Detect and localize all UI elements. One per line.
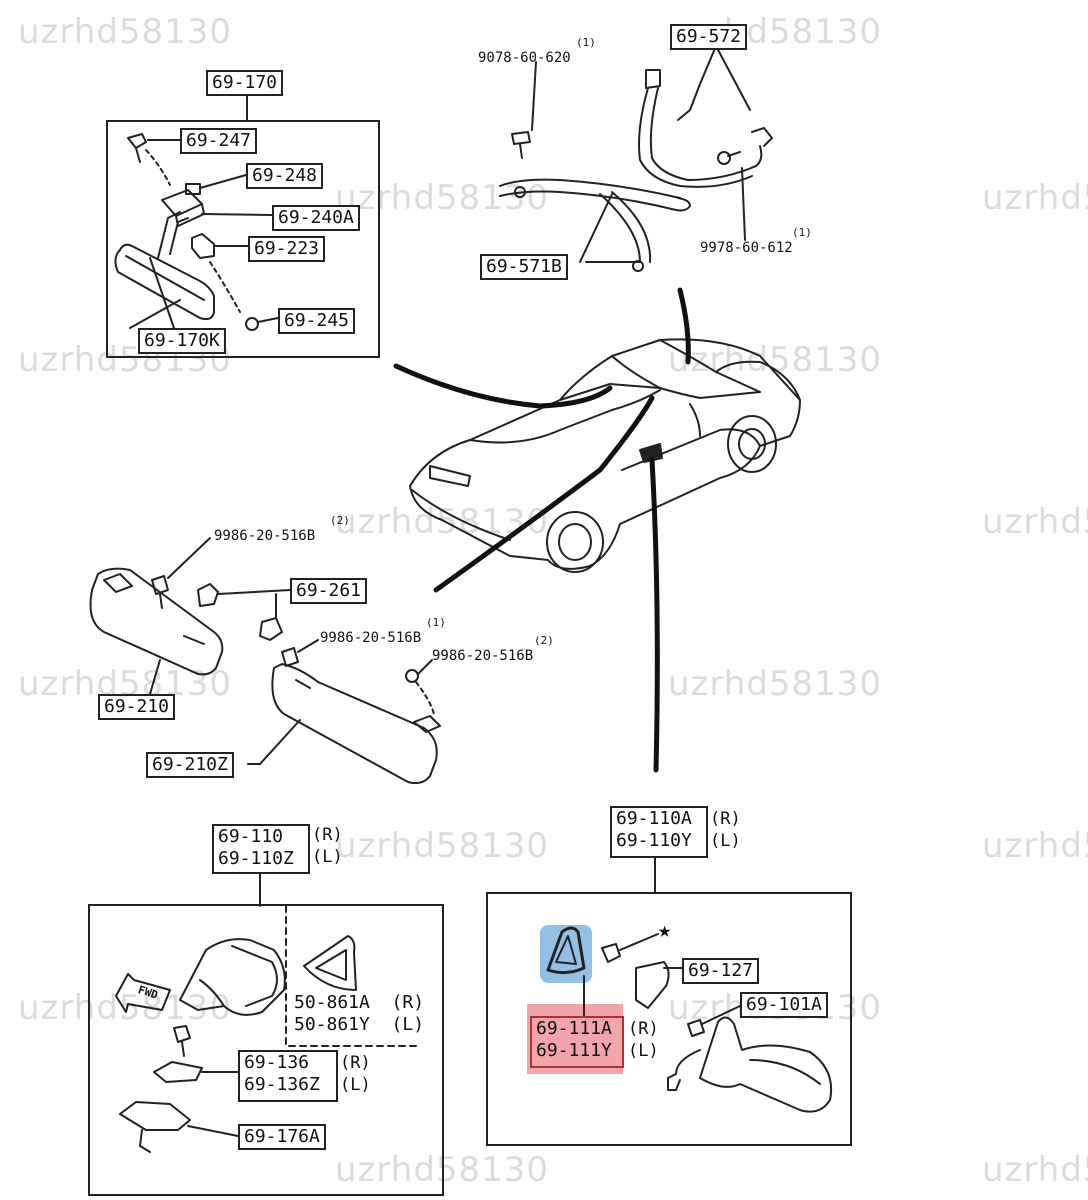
watermark: uzrhd58130 [335,826,550,866]
part-69-111a: 69-111A [536,1018,612,1039]
part-69-170k: 69-170K [138,328,226,354]
part-69-110a: 69-110A [616,808,692,829]
part-50-861y: 50-861Y [294,1014,370,1035]
side-labels-b: (R) (L) [340,1052,371,1096]
side-r: (R) [340,1053,371,1073]
part-rear-mirror-assembly: 69-170 [206,70,284,96]
part-cover-box: 50-861A (R) 50-861Y (L) [290,992,424,1042]
highlight-part-numbers [527,1004,623,1074]
qty-bolt-b: (1) [792,226,812,239]
side-l: (L) [391,1014,425,1035]
side-r: (R) [710,809,741,829]
side-r: (R) [312,825,343,845]
part-69-136z: 69-136Z [244,1074,320,1095]
star-icon: ★ [658,918,672,943]
rear-view-mirror-panel [106,120,380,358]
part-69-261: 69-261 [290,578,368,604]
part-cover-box-b: 69-111A 69-111Y [530,1016,624,1068]
watermark: uzrhd58130 [335,178,550,218]
watermark: uzrhd58130 [982,178,1088,218]
part-69-571b: 69-571B [480,254,568,280]
part-69-110y: 69-110Y [616,830,692,851]
part-69-111y: 69-111Y [536,1040,612,1061]
part-69-136: 69-136 [244,1052,310,1073]
qty-screw-b: (1) [426,616,446,629]
part-69-110z: 69-110Z [218,848,294,869]
qty-screw-c: (2) [534,634,554,647]
part-50-861a: 50-861A [294,992,370,1013]
part-assembly-box: 69-110 69-110Z [212,824,310,874]
part-69-210z: 69-210Z [146,752,234,778]
side-labels-a: (R) (L) [312,824,343,868]
watermark: uzrhd58130 [668,664,883,704]
part-9978-60-612: 9978-60-612 [700,240,793,256]
part-9078-60-620: 9078-60-620 [478,50,571,66]
part-garnish-box: 69-136 69-136Z [238,1050,338,1102]
part-69-223: 69-223 [248,236,326,262]
part-9986-20-516b-b: 9986-20-516B [320,630,422,646]
side-labels-c: (R) (L) [710,808,741,852]
part-69-101a: 69-101A [740,992,828,1018]
watermark: uzrhd58130 [335,1150,550,1190]
part-69-572: 69-572 [670,24,748,50]
qty-bolt-a: (1) [576,36,596,49]
qty-screw-a: (2) [330,514,350,527]
part-9986-20-516b-c: 9986-20-516B [432,648,534,664]
watermark: uzrhd58130 [982,1150,1088,1190]
side-labels-d: (R) (L) [628,1018,659,1062]
part-69-247: 69-247 [180,128,258,154]
side-l: (L) [340,1075,371,1095]
part-69-240a: 69-240A [272,205,360,231]
side-l: (L) [628,1041,659,1061]
side-r: (R) [391,992,425,1013]
watermark: uzrhd58130 [982,826,1088,866]
part-9986-20-516b-a: 9986-20-516B [214,528,316,544]
side-r: (R) [628,1019,659,1039]
part-assembly-box-b: 69-110A 69-110Y [610,806,708,858]
part-69-127: 69-127 [682,958,760,984]
side-l: (L) [710,831,741,851]
part-69-110: 69-110 [218,826,284,847]
side-l: (L) [312,847,343,867]
part-69-245: 69-245 [278,308,356,334]
part-69-210: 69-210 [98,694,176,720]
door-mirror-panel-b [486,892,852,1146]
door-mirror-panel-a [88,904,444,1196]
watermark: uzrhd58130 [18,12,233,52]
part-69-176a: 69-176A [238,1124,326,1150]
watermark: uzrhd58130 [982,502,1088,542]
part-69-248: 69-248 [246,163,324,189]
